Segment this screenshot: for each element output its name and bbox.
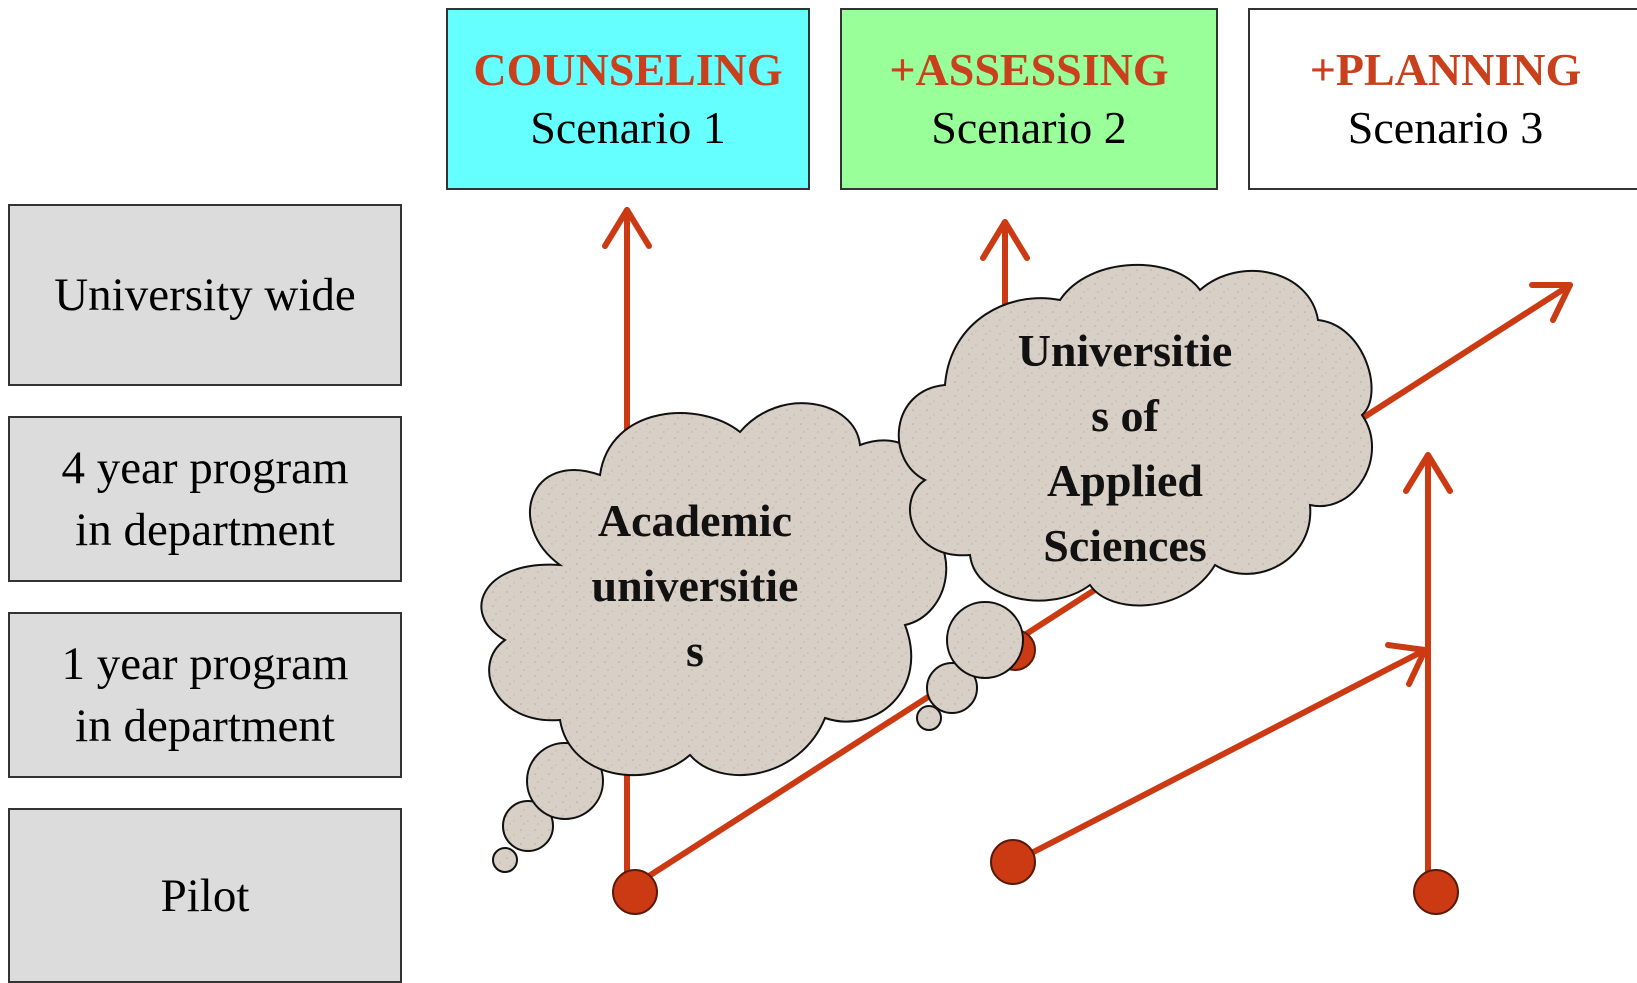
cloud-applied [897, 264, 1373, 731]
scenario-subtitle: Scenario 3 [1347, 102, 1544, 153]
level-box-pilot: Pilot [8, 808, 402, 983]
arrowhead-counseling [602, 207, 652, 249]
level-label-line1: 4 year program [61, 442, 349, 494]
cloud-applied-label: Universitie s of Applied Sciences [975, 318, 1275, 578]
cloud-academic-label: Academic universitie s [545, 488, 845, 683]
cloud-academic-line1: Academic [597, 495, 793, 546]
cloud-academic [480, 402, 948, 873]
cloud-applied-line3: Applied [1047, 455, 1203, 506]
level-box-1-year-program: 1 year program in department [8, 612, 402, 778]
start-dot-scenario-1 [612, 869, 658, 915]
cloud-applied-line4: Sciences [1043, 520, 1207, 571]
arrow-applied-diagonal [1015, 647, 1428, 863]
scenario-subtitle: Scenario 1 [530, 102, 726, 153]
scenario-title: COUNSELING [473, 44, 783, 95]
cloud-applied-line1: Universitie [1017, 325, 1233, 376]
start-dot-scenario-3 [1413, 869, 1459, 915]
level-label: Pilot [160, 869, 250, 922]
scenario-box-assessing: +ASSESSING Scenario 2 [840, 8, 1218, 190]
level-box-university-wide: University wide [8, 204, 402, 386]
scenario-box-planning: +PLANNING Scenario 3 [1248, 8, 1637, 190]
level-label-line2: in department [75, 504, 335, 556]
start-dot-scenario-2 [990, 839, 1036, 885]
cloud-academic-line3: s [686, 625, 704, 676]
level-label-line2: in department [75, 700, 335, 752]
level-box-4-year-program: 4 year program in department [8, 416, 402, 582]
scenario-subtitle: Scenario 2 [931, 102, 1127, 153]
arrowhead-planning [1403, 452, 1453, 494]
level-label-line1: 1 year program [61, 638, 349, 690]
arrowhead-assessing [980, 219, 1030, 261]
scenario-box-counseling: COUNSELING Scenario 1 [446, 8, 810, 190]
arrowhead-diagonal [1529, 282, 1573, 323]
scenario-title: +PLANNING [1309, 44, 1582, 95]
level-label: University wide [54, 269, 356, 321]
scenario-title: +ASSESSING [889, 44, 1169, 95]
cloud-applied-line2: s of [1091, 390, 1159, 441]
cloud-academic-line2: universitie [591, 560, 799, 611]
